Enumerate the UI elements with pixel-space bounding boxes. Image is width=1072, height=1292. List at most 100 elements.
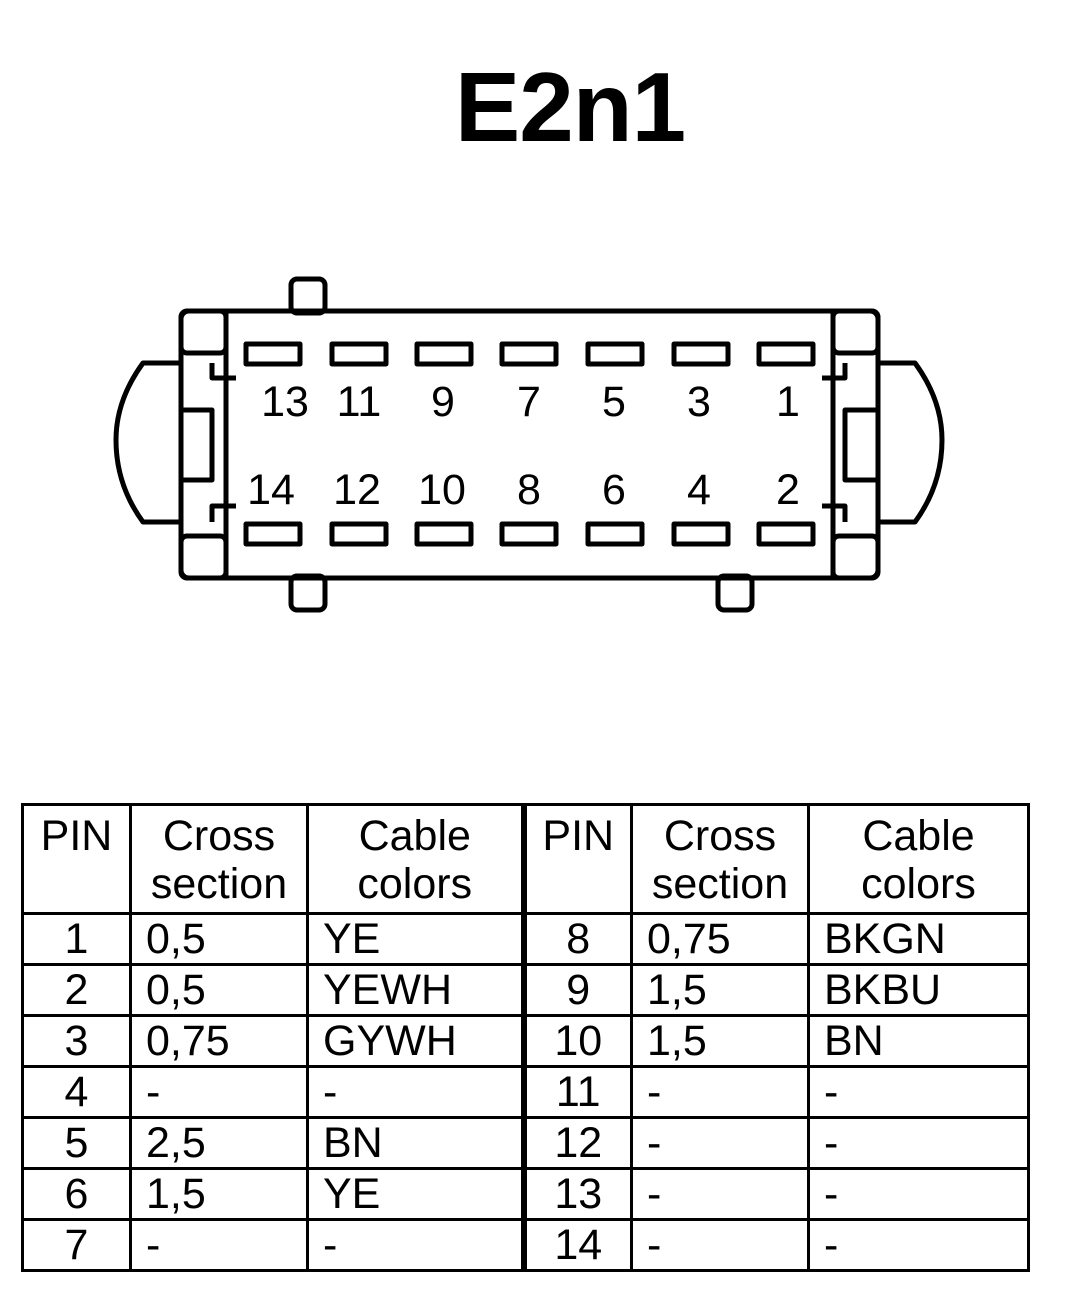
cross-section-cell: 2,5	[129, 1116, 309, 1170]
left-notch-bottom	[209, 503, 236, 522]
contact-slot	[329, 341, 389, 367]
cable-color-cell: -	[306, 1065, 525, 1119]
connector-inner-frame	[223, 308, 836, 581]
cross-section-cell: 1,5	[129, 1167, 309, 1221]
pin-label: 3	[687, 378, 711, 426]
right-inner-bracket	[842, 407, 878, 483]
cross-section-cell: 1,5	[630, 963, 810, 1017]
corner-block-tl	[178, 308, 229, 356]
pin-label: 13	[261, 378, 309, 426]
contact-slot	[499, 521, 559, 547]
pin-label: 1	[776, 378, 800, 426]
pin-cell: 5	[21, 1116, 132, 1170]
contact-slot	[499, 341, 559, 367]
corner-block-bl	[178, 533, 229, 581]
pin-cell: 11	[520, 1065, 633, 1119]
cross-section-cell: -	[129, 1065, 309, 1119]
pin-label: 8	[517, 466, 541, 514]
cable-color-cell: GYWH	[306, 1014, 525, 1068]
pin-label: 4	[687, 466, 711, 514]
pin-cell: 14	[520, 1218, 633, 1272]
pin-label: 5	[602, 378, 626, 426]
connector-housing	[178, 308, 881, 581]
pin-label: 10	[418, 466, 466, 514]
cable-color-cell: YEWH	[306, 963, 525, 1017]
left-inner-bracket	[181, 407, 215, 483]
pin-label: 14	[247, 466, 295, 514]
pin-cell: 7	[21, 1218, 132, 1272]
pin-label: 12	[333, 466, 381, 514]
corner-block-tr	[830, 308, 881, 356]
cross-section-cell: 0,75	[630, 912, 810, 966]
cable-color-cell: BN	[306, 1116, 525, 1170]
cable-color-cell: -	[807, 1167, 1030, 1221]
pin-label: 11	[337, 378, 382, 426]
contact-slot	[329, 521, 389, 547]
diagram-title: E2n1	[454, 52, 686, 162]
cable-color-cell: -	[306, 1218, 525, 1272]
pin-cell: 2	[21, 963, 132, 1017]
header-pin: PIN	[21, 803, 132, 915]
right-side-ear	[878, 360, 945, 525]
contact-slot	[671, 341, 731, 367]
header-pin: PIN	[520, 803, 633, 915]
contact-slot	[756, 341, 816, 367]
pin-cell: 1	[21, 912, 132, 966]
connector-diagram: 13 11 9 7 5 3 1 14 12 10 8 6 4 2	[113, 276, 945, 613]
contact-slot	[243, 521, 303, 547]
table-header-row: PIN Cross section Cable colors PIN Cross…	[21, 803, 1030, 915]
header-cross-section: Cross section	[129, 803, 309, 915]
cable-color-cell: YE	[306, 912, 525, 966]
cable-color-cell: -	[807, 1116, 1030, 1170]
contact-slot	[756, 521, 816, 547]
pin-cell: 3	[21, 1014, 132, 1068]
contact-slot	[585, 521, 645, 547]
cable-color-cell: -	[807, 1065, 1030, 1119]
cross-section-cell: -	[630, 1116, 810, 1170]
corner-block-br	[830, 533, 881, 581]
cross-section-cell: 0,5	[129, 912, 309, 966]
cross-section-cell: 1,5	[630, 1014, 810, 1068]
right-notch-bottom	[822, 503, 848, 522]
cable-color-cell: YE	[306, 1167, 525, 1221]
pin-cell: 9	[520, 963, 633, 1017]
cable-color-cell: BKBU	[807, 963, 1030, 1017]
left-notch-top	[209, 363, 236, 381]
pin-label: 9	[431, 378, 455, 426]
left-side-ear	[113, 360, 181, 525]
cross-section-cell: -	[630, 1065, 810, 1119]
cable-color-cell: BKGN	[807, 912, 1030, 966]
table-row: 4--11--	[21, 1065, 1030, 1119]
contact-slot	[414, 341, 474, 367]
pin-label: 2	[776, 466, 800, 514]
pin-assignment-table: PIN Cross section Cable colors PIN Cross…	[21, 803, 1030, 1272]
header-cable-colors: Cable colors	[306, 803, 525, 915]
contact-slot	[585, 341, 645, 367]
pin-cell: 6	[21, 1167, 132, 1221]
bottom-latch-right	[715, 573, 755, 613]
cross-section-cell: 0,5	[129, 963, 309, 1017]
pin-cell: 13	[520, 1167, 633, 1221]
pin-label: 6	[602, 466, 626, 514]
cross-section-cell: -	[630, 1218, 810, 1272]
pin-cell: 10	[520, 1014, 633, 1068]
contact-slot	[414, 521, 474, 547]
pin-cell: 4	[21, 1065, 132, 1119]
right-notch-top	[822, 363, 848, 381]
cable-color-cell: -	[807, 1218, 1030, 1272]
header-cable-colors: Cable colors	[807, 803, 1030, 915]
top-latch	[288, 276, 328, 316]
cross-section-cell: -	[630, 1167, 810, 1221]
table-row: 7--14--	[21, 1218, 1030, 1272]
pin-label: 7	[517, 378, 541, 426]
cross-section-cell: -	[129, 1218, 309, 1272]
bottom-latch-left	[288, 573, 328, 613]
contact-slot	[671, 521, 731, 547]
pin-cell: 8	[520, 912, 633, 966]
pin-cell: 12	[520, 1116, 633, 1170]
cross-section-cell: 0,75	[129, 1014, 309, 1068]
